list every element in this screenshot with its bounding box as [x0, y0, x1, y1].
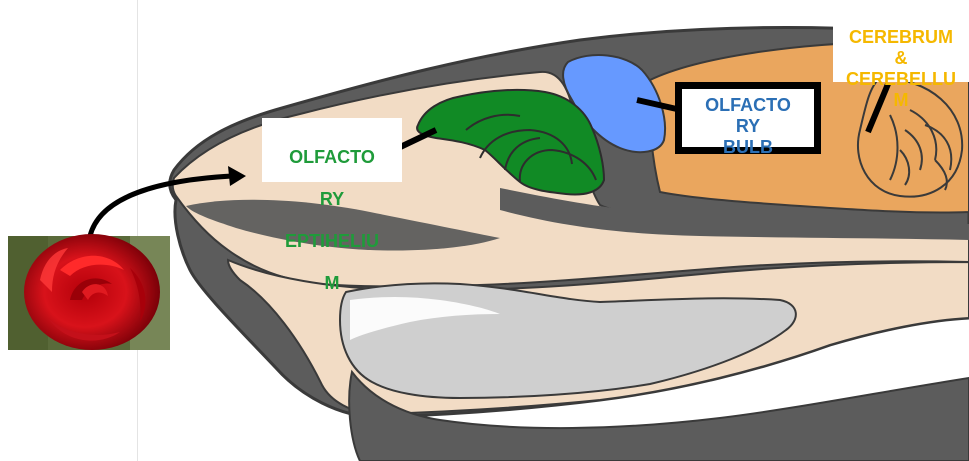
- epithelium-label-line-1: OLFACTO: [262, 147, 402, 168]
- olfactory-epithelium-label: OLFACTO RY EPTIHELIU M: [262, 118, 402, 182]
- cerebrum-cerebellum-label: CEREBRUM & CEREBELLU M: [833, 26, 969, 82]
- epithelium-label-line-3: EPTIHELIU: [262, 231, 402, 252]
- epithelium-label-line-4: M: [262, 273, 402, 294]
- olfactory-bulb-label: OLFACTO RY BULB: [675, 82, 821, 154]
- epithelium-label-line-2: RY: [262, 189, 402, 210]
- rose-photo: [8, 234, 170, 350]
